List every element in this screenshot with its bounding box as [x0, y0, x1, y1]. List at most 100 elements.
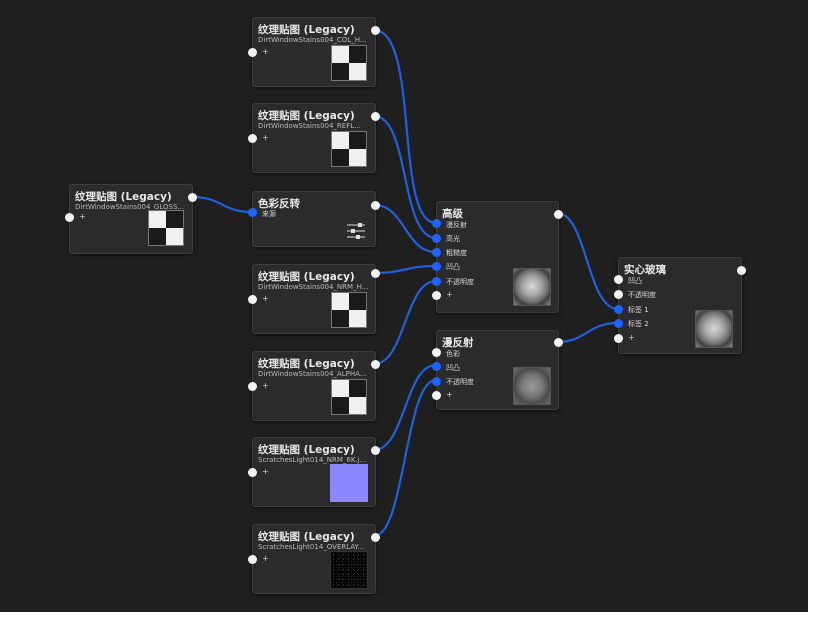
- add-input-socket[interactable]: [614, 334, 623, 343]
- input-socket-roughness[interactable]: [432, 248, 441, 257]
- input-socket-bump[interactable]: [432, 362, 441, 371]
- node-title: 纹理贴图 (Legacy): [258, 24, 355, 36]
- output-socket[interactable]: [554, 210, 563, 219]
- output-socket[interactable]: [737, 266, 746, 275]
- port-label-opacity: 不透明度: [446, 278, 474, 286]
- input-socket[interactable]: [248, 134, 257, 143]
- output-socket[interactable]: [371, 26, 380, 35]
- port-label-opacity: 不透明度: [628, 291, 656, 299]
- material-preview-icon: [513, 367, 551, 405]
- output-socket[interactable]: [371, 269, 380, 278]
- node-texture-scratches-overlay[interactable]: 纹理贴图 (Legacy) ScratchesLight014_OVERLAY.…: [248, 524, 380, 594]
- output-socket[interactable]: [371, 112, 380, 121]
- add-input-label: +: [446, 390, 453, 399]
- node-title: 纹理贴图 (Legacy): [258, 110, 355, 122]
- port-label-roughness: 粗糙度: [446, 249, 467, 257]
- texture-filename: DirtWindowStains004_NRM_H...: [258, 283, 369, 291]
- output-socket[interactable]: [371, 446, 380, 455]
- node-title: 纹理贴图 (Legacy): [258, 531, 355, 543]
- input-socket-opacity[interactable]: [432, 377, 441, 386]
- input-socket-bump[interactable]: [432, 262, 441, 271]
- checker-preview-icon: [331, 45, 367, 81]
- output-socket[interactable]: [371, 360, 380, 369]
- sliders-icon: [347, 223, 365, 239]
- material-preview-icon: [513, 268, 551, 306]
- checker-preview-icon: [331, 379, 367, 415]
- node-texture-scratches-nrm[interactable]: 纹理贴图 (Legacy) ScratchesLight014_NRM_6K.j…: [248, 437, 380, 507]
- port-label-bump: 凹凸: [446, 263, 460, 271]
- wire-scratch-overlay-to-opacity: [373, 378, 437, 538]
- add-input-label: +: [262, 467, 269, 476]
- input-socket-opacity[interactable]: [432, 277, 441, 286]
- add-input-label: +: [262, 294, 269, 303]
- node-texture-col[interactable]: 纹理贴图 (Legacy) DirtWindowStains004_COL_H.…: [248, 17, 380, 87]
- node-title: 实心玻璃: [624, 264, 666, 276]
- material-preview-icon: [695, 310, 733, 348]
- input-socket-specular[interactable]: [432, 234, 441, 243]
- input-socket-color[interactable]: [432, 348, 441, 357]
- node-title: 色彩反转: [258, 198, 300, 210]
- texture-filename: DirtWindowStains004_COL_H...: [258, 36, 367, 44]
- add-input-socket[interactable]: [432, 291, 441, 300]
- input-socket[interactable]: [248, 382, 257, 391]
- checker-preview-icon: [331, 292, 367, 328]
- texture-filename: DirtWindowStains004_ALPHA...: [258, 370, 367, 378]
- port-label-source: 来源: [262, 210, 276, 218]
- add-input-socket[interactable]: [432, 391, 441, 400]
- node-title: 纹理贴图 (Legacy): [258, 271, 355, 283]
- port-label-label-2: 标签 2: [628, 320, 649, 328]
- input-socket[interactable]: [248, 468, 257, 477]
- add-input-label: +: [262, 554, 269, 563]
- node-solid-glass[interactable]: 实心玻璃 凹凸 不透明度 标签 1 标签 2 +: [614, 257, 746, 354]
- add-input-label: +: [446, 290, 453, 299]
- output-socket[interactable]: [371, 201, 380, 210]
- port-label-color: 色彩: [446, 350, 460, 358]
- port-label-bump: 凹凸: [446, 364, 460, 372]
- texture-filename: DirtWindowStains004_REFL...: [258, 122, 361, 130]
- port-label-opacity: 不透明度: [446, 378, 474, 386]
- node-title: 高级: [442, 208, 463, 220]
- wire-col-to-diffuse: [373, 28, 437, 225]
- input-socket-opacity[interactable]: [614, 290, 623, 299]
- texture-filename: ScratchesLight014_NRM_6K.j...: [258, 456, 367, 464]
- input-socket-label-2[interactable]: [614, 319, 623, 328]
- node-title: 纹理贴图 (Legacy): [258, 358, 355, 370]
- wire-alpha-to-opacity: [373, 279, 437, 366]
- input-socket-source[interactable]: [248, 208, 257, 217]
- node-title: 纹理贴图 (Legacy): [258, 444, 355, 456]
- input-socket-bump[interactable]: [614, 275, 623, 284]
- node-advanced-material[interactable]: 高级 漫反射 高光 粗糙度 凹凸 不透明度 +: [432, 201, 563, 313]
- port-label-label-1: 标签 1: [628, 306, 649, 314]
- wire-gloss-to-invert: [191, 195, 253, 214]
- input-socket[interactable]: [248, 555, 257, 564]
- texture-filename: DirtWindowStains004_GLOSS...: [75, 203, 185, 211]
- input-socket[interactable]: [248, 48, 257, 57]
- wire-nrm-to-bump: [373, 264, 437, 275]
- node-texture-alpha[interactable]: 纹理贴图 (Legacy) DirtWindowStains004_ALPHA.…: [248, 351, 380, 421]
- node-diffuse-material[interactable]: 漫反射 色彩 凹凸 不透明度 +: [432, 330, 563, 410]
- node-texture-nrm[interactable]: 纹理贴图 (Legacy) DirtWindowStains004_NRM_H.…: [248, 264, 380, 334]
- node-title: 纹理贴图 (Legacy): [75, 191, 172, 203]
- port-label-specular: 高光: [446, 235, 460, 243]
- wire-advanced-to-label1: [556, 211, 619, 311]
- add-input-label: +: [262, 381, 269, 390]
- add-input-label: +: [262, 47, 269, 56]
- node-color-invert[interactable]: 色彩反转 来源: [248, 191, 380, 247]
- output-socket[interactable]: [554, 338, 563, 347]
- port-label-bump: 凹凸: [628, 277, 642, 285]
- node-texture-gloss[interactable]: 纹理贴图 (Legacy) DirtWindowStains004_GLOSS.…: [65, 184, 197, 254]
- wire-diffuse-to-label2: [556, 321, 619, 344]
- noise-preview-icon: [330, 551, 368, 589]
- wire-invert-to-roughness: [373, 203, 437, 254]
- add-input-label: +: [79, 212, 86, 221]
- input-socket-label-1[interactable]: [614, 305, 623, 314]
- port-label-diffuse: 漫反射: [446, 221, 467, 229]
- output-socket[interactable]: [371, 533, 380, 542]
- input-socket-diffuse[interactable]: [432, 219, 441, 228]
- node-title: 漫反射: [442, 337, 474, 349]
- output-socket[interactable]: [188, 193, 197, 202]
- input-socket[interactable]: [65, 213, 74, 222]
- input-socket[interactable]: [248, 295, 257, 304]
- node-texture-refl[interactable]: 纹理贴图 (Legacy) DirtWindowStains004_REFL..…: [248, 103, 380, 173]
